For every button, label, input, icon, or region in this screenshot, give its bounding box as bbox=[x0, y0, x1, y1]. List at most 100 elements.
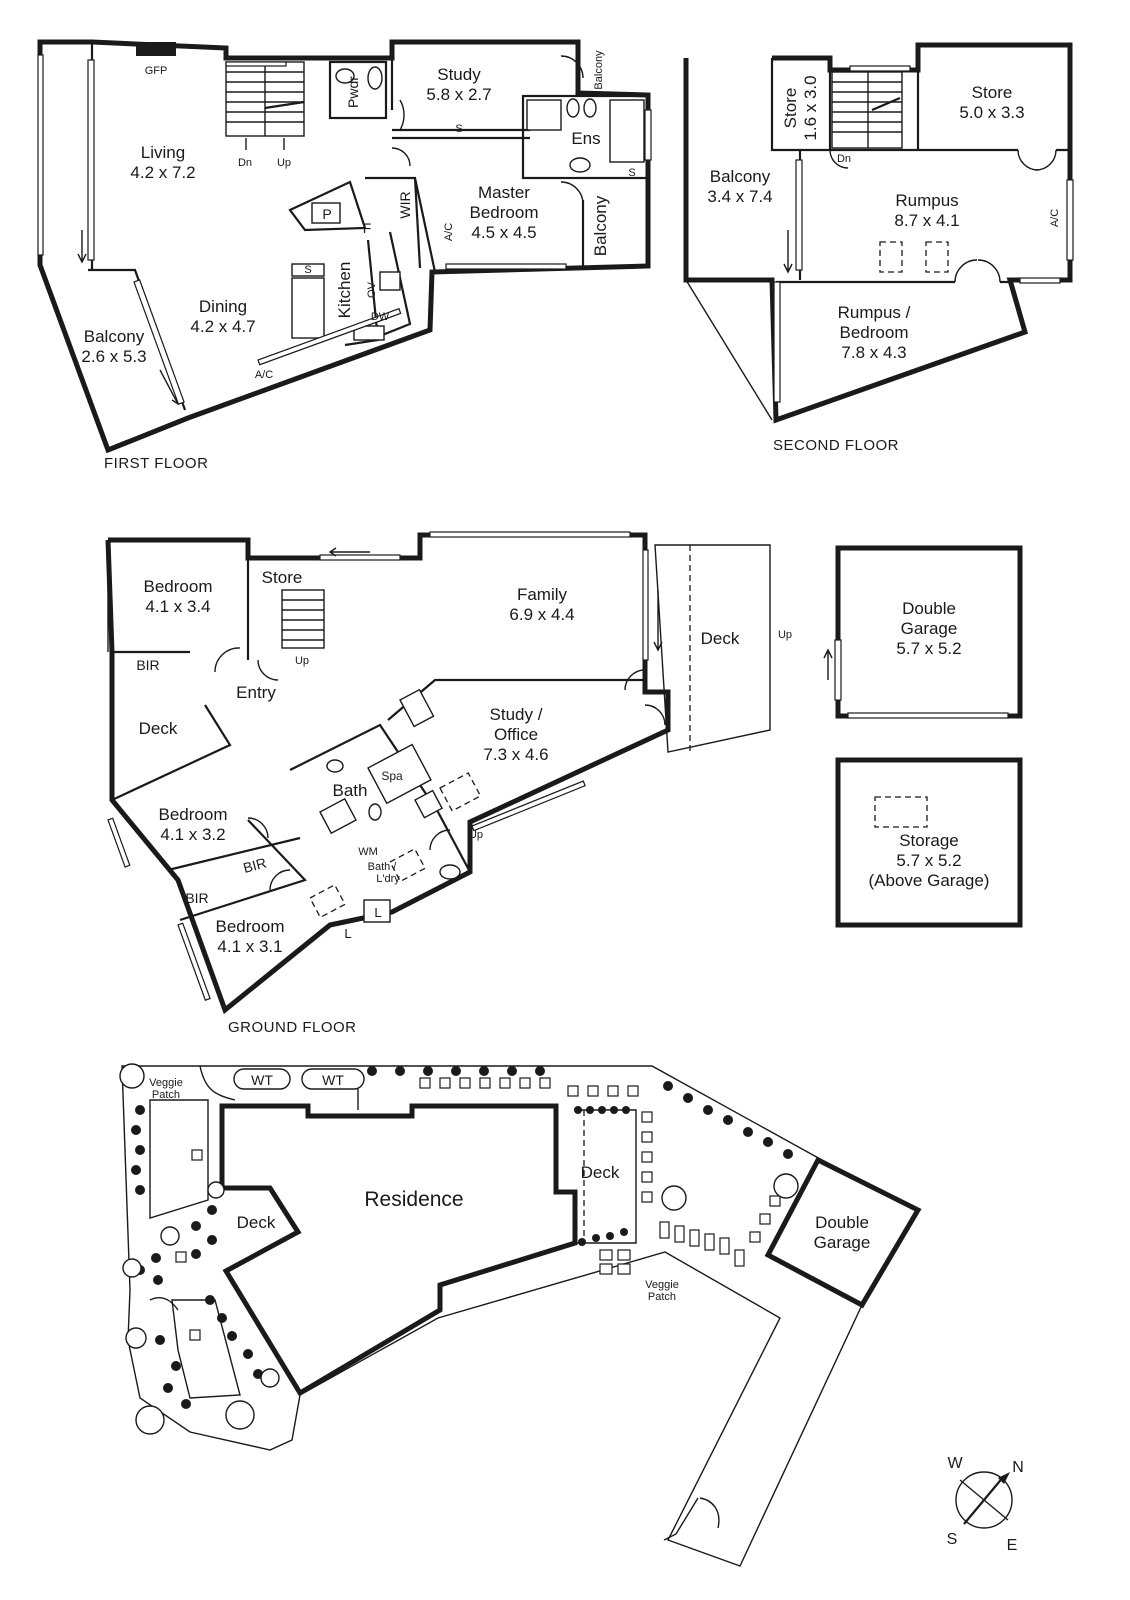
rumpus-label: Rumpus bbox=[895, 191, 958, 210]
study-g-label-1: Study / bbox=[490, 705, 543, 724]
bedroom-1-label: Bedroom bbox=[144, 577, 213, 596]
storage-size: 5.7 x 5.2 bbox=[896, 851, 961, 870]
oven-label: OV bbox=[366, 281, 378, 298]
balcony-2-label: Balcony bbox=[710, 167, 771, 186]
pwdr-label: Pwdr bbox=[345, 76, 361, 108]
double-garage-label-2: Garage bbox=[901, 619, 958, 638]
linen-1-label: L bbox=[344, 926, 351, 941]
stairs-up-label: Up bbox=[277, 157, 291, 169]
master-label-2: Bedroom bbox=[470, 203, 539, 222]
pavers bbox=[175, 1077, 781, 1341]
shower-label: S bbox=[628, 167, 635, 179]
site-garage-label-1: Double bbox=[815, 1213, 869, 1232]
ensuite-label: Ens bbox=[571, 129, 600, 148]
dining-size: 4.2 x 4.7 bbox=[190, 317, 255, 336]
deck-east-label: Deck bbox=[701, 629, 740, 648]
linen-2-label: L bbox=[374, 905, 381, 920]
bedroom-3-label: Bedroom bbox=[216, 917, 285, 936]
wir-label: WIR bbox=[397, 191, 413, 218]
bedroom-2-label: Bedroom bbox=[159, 805, 228, 824]
second-floor-title: SECOND FLOOR bbox=[773, 437, 899, 454]
water-tank-2-label: WT bbox=[322, 1072, 344, 1088]
first-floor-title: FIRST FLOOR bbox=[104, 455, 208, 472]
family-size: 6.9 x 4.4 bbox=[509, 605, 574, 624]
store-small-size: 1.6 x 3.0 bbox=[801, 75, 820, 140]
balcony-2-size: 3.4 x 7.4 bbox=[707, 187, 772, 206]
rumpus-bed-size: 7.8 x 4.3 bbox=[841, 343, 906, 362]
study-g-size: 7.3 x 4.6 bbox=[483, 745, 548, 764]
compass-south: S bbox=[947, 1531, 958, 1548]
storage-label: Storage bbox=[899, 831, 959, 850]
ac2-label: A/C bbox=[443, 223, 455, 241]
first-floor-plan: GFP Living 4.2 x 7.2 Dining 4.2 x 4.7 Ba… bbox=[37, 39, 652, 472]
bedroom-1-size: 4.1 x 3.4 bbox=[145, 597, 210, 616]
rumpus-bed-label-1: Rumpus / bbox=[838, 303, 911, 322]
bir-1-label: BIR bbox=[136, 657, 159, 673]
wm-label: WM bbox=[358, 846, 378, 858]
residence-label: Residence bbox=[364, 1188, 463, 1211]
gfp-label: GFP bbox=[145, 65, 168, 77]
study-label: Study bbox=[437, 65, 481, 84]
store-label: Store bbox=[972, 83, 1013, 102]
rumpus-size: 8.7 x 4.1 bbox=[894, 211, 959, 230]
rumpus-bed-label-2: Bedroom bbox=[840, 323, 909, 342]
balcony-size: 2.6 x 5.3 bbox=[81, 347, 146, 366]
pantry-label: P bbox=[322, 206, 331, 222]
store-small-label: Store bbox=[781, 88, 800, 129]
study-g-label-2: Office bbox=[494, 725, 538, 744]
bath-ldry-label-2: L'dry bbox=[376, 873, 400, 885]
store-size: 5.0 x 3.3 bbox=[959, 103, 1024, 122]
second-floor-plan: Balcony 3.4 x 7.4 Store 1.6 x 3.0 Store … bbox=[683, 42, 1074, 454]
veggie-patch-1-line1: Veggie bbox=[149, 1077, 183, 1089]
balcony-label: Balcony bbox=[84, 327, 145, 346]
fridge-label: F bbox=[363, 220, 372, 236]
bir-3-label: BIR bbox=[241, 854, 268, 875]
bedroom-3-size: 4.1 x 3.1 bbox=[217, 937, 282, 956]
trees bbox=[119, 1063, 799, 1435]
double-garage-label-1: Double bbox=[902, 599, 956, 618]
veggie-patch-2-line1: Veggie bbox=[645, 1279, 679, 1291]
living-size: 4.2 x 7.2 bbox=[130, 163, 195, 182]
study-size: 5.8 x 2.7 bbox=[426, 85, 491, 104]
ac-label: A/C bbox=[255, 369, 273, 381]
site-plan: Veggie Patch WT WT Residence Deck Deck V… bbox=[119, 1063, 922, 1567]
stairs-down-label: Dn bbox=[238, 157, 252, 169]
entry-label: Entry bbox=[236, 683, 276, 702]
double-garage-size: 5.7 x 5.2 bbox=[896, 639, 961, 658]
site-garage-label-2: Garage bbox=[814, 1233, 871, 1252]
stairs-down-2-label: Dn bbox=[837, 153, 851, 165]
bir-2-label: BIR bbox=[185, 890, 208, 906]
bedroom-2-size: 4.1 x 3.2 bbox=[160, 825, 225, 844]
sink-label: S bbox=[304, 264, 311, 276]
ground-floor-plan: Bedroom 4.1 x 3.4 Store Family 6.9 x 4.4… bbox=[105, 531, 792, 1036]
compass: W N S E bbox=[947, 1455, 1024, 1554]
balcony-side-label: Balcony bbox=[591, 195, 610, 256]
dining-label: Dining bbox=[199, 297, 247, 316]
compass-east: E bbox=[1007, 1537, 1018, 1554]
water-tank-1-label: WT bbox=[251, 1072, 273, 1088]
store-g-label: Store bbox=[262, 568, 303, 587]
bath-label: Bath bbox=[333, 781, 368, 800]
storage-note: (Above Garage) bbox=[869, 871, 990, 890]
kitchen-label: Kitchen bbox=[335, 262, 354, 319]
garage-plans: Double Garage 5.7 x 5.2 Storage 5.7 x 5.… bbox=[823, 545, 1023, 928]
deck-up-label: Up bbox=[778, 629, 792, 641]
bath-ldry-label-1: Bath / bbox=[368, 861, 398, 873]
veggie-patch-1-line2: Patch bbox=[152, 1089, 180, 1101]
shrubs bbox=[131, 1066, 793, 1409]
family-label: Family bbox=[517, 585, 568, 604]
ac-2-label: A/C bbox=[1049, 209, 1061, 227]
veggie-patch-2-line2: Patch bbox=[648, 1291, 676, 1303]
compass-north: N bbox=[1012, 1459, 1024, 1476]
up-side-label: Up bbox=[469, 829, 483, 841]
site-deck-west-label: Deck bbox=[237, 1213, 276, 1232]
deck-west-label: Deck bbox=[139, 719, 178, 738]
living-label: Living bbox=[141, 143, 185, 162]
master-label-1: Master bbox=[478, 183, 530, 202]
ground-floor-title: GROUND FLOOR bbox=[228, 1019, 357, 1036]
dishwasher-label: DW bbox=[371, 311, 390, 323]
stairs-up-g-label: Up bbox=[295, 655, 309, 667]
balcony-small-label: Balcony bbox=[593, 50, 605, 90]
compass-west: W bbox=[947, 1455, 963, 1472]
